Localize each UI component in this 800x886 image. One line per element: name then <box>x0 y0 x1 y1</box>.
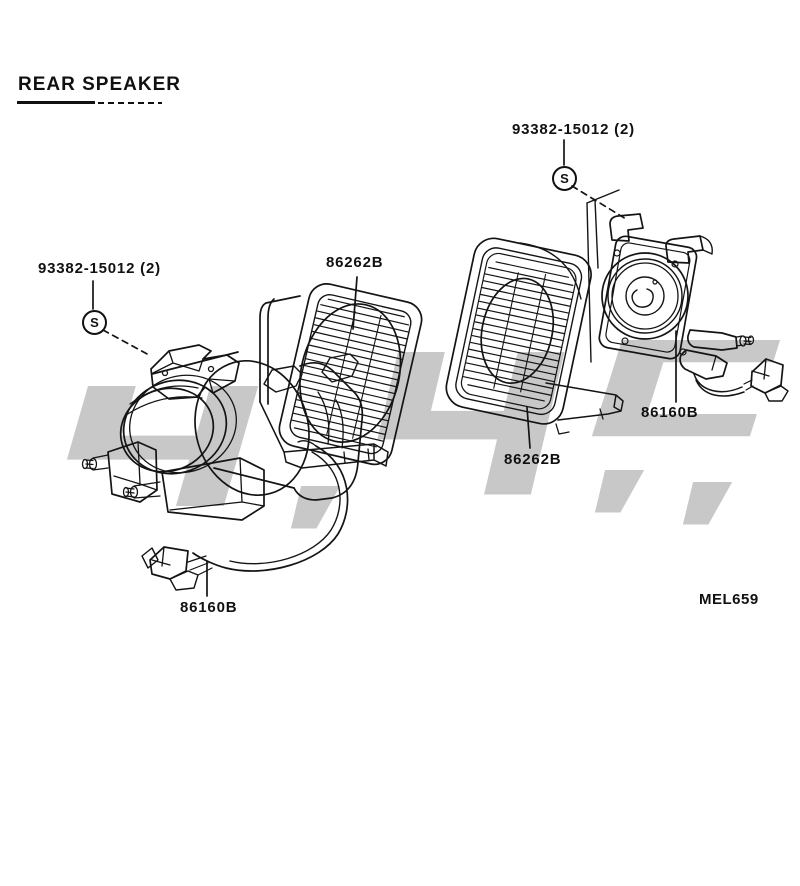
title-underline-dashes <box>98 102 162 104</box>
title-underline <box>17 101 95 104</box>
screw-symbol-right-icon: S <box>552 166 577 191</box>
screw-symbol-left-letter: S <box>90 315 99 330</box>
part-label-grille-right: 86262B <box>504 451 562 468</box>
part-label-speaker-left: 86160B <box>180 599 238 616</box>
right-grille-drawing <box>445 237 624 435</box>
part-label-screw-right: 93382-15012 (2) <box>512 121 635 138</box>
left-speaker-assembly-drawing <box>81 344 364 591</box>
part-label-grille-center: 86262B <box>326 254 384 271</box>
part-label-speaker-right: 86160B <box>641 404 699 421</box>
figure-code: MEL659 <box>699 591 759 608</box>
leader-lines <box>92 139 677 597</box>
screw-symbol-right-letter: S <box>560 171 569 186</box>
center-grille-drawing <box>259 283 423 469</box>
page-title: REAR SPEAKER <box>18 74 181 95</box>
part-label-screw-left: 93382-15012 (2) <box>38 260 161 277</box>
screw-symbol-left-icon: S <box>82 310 107 335</box>
right-speaker-assembly-drawing <box>586 189 789 402</box>
